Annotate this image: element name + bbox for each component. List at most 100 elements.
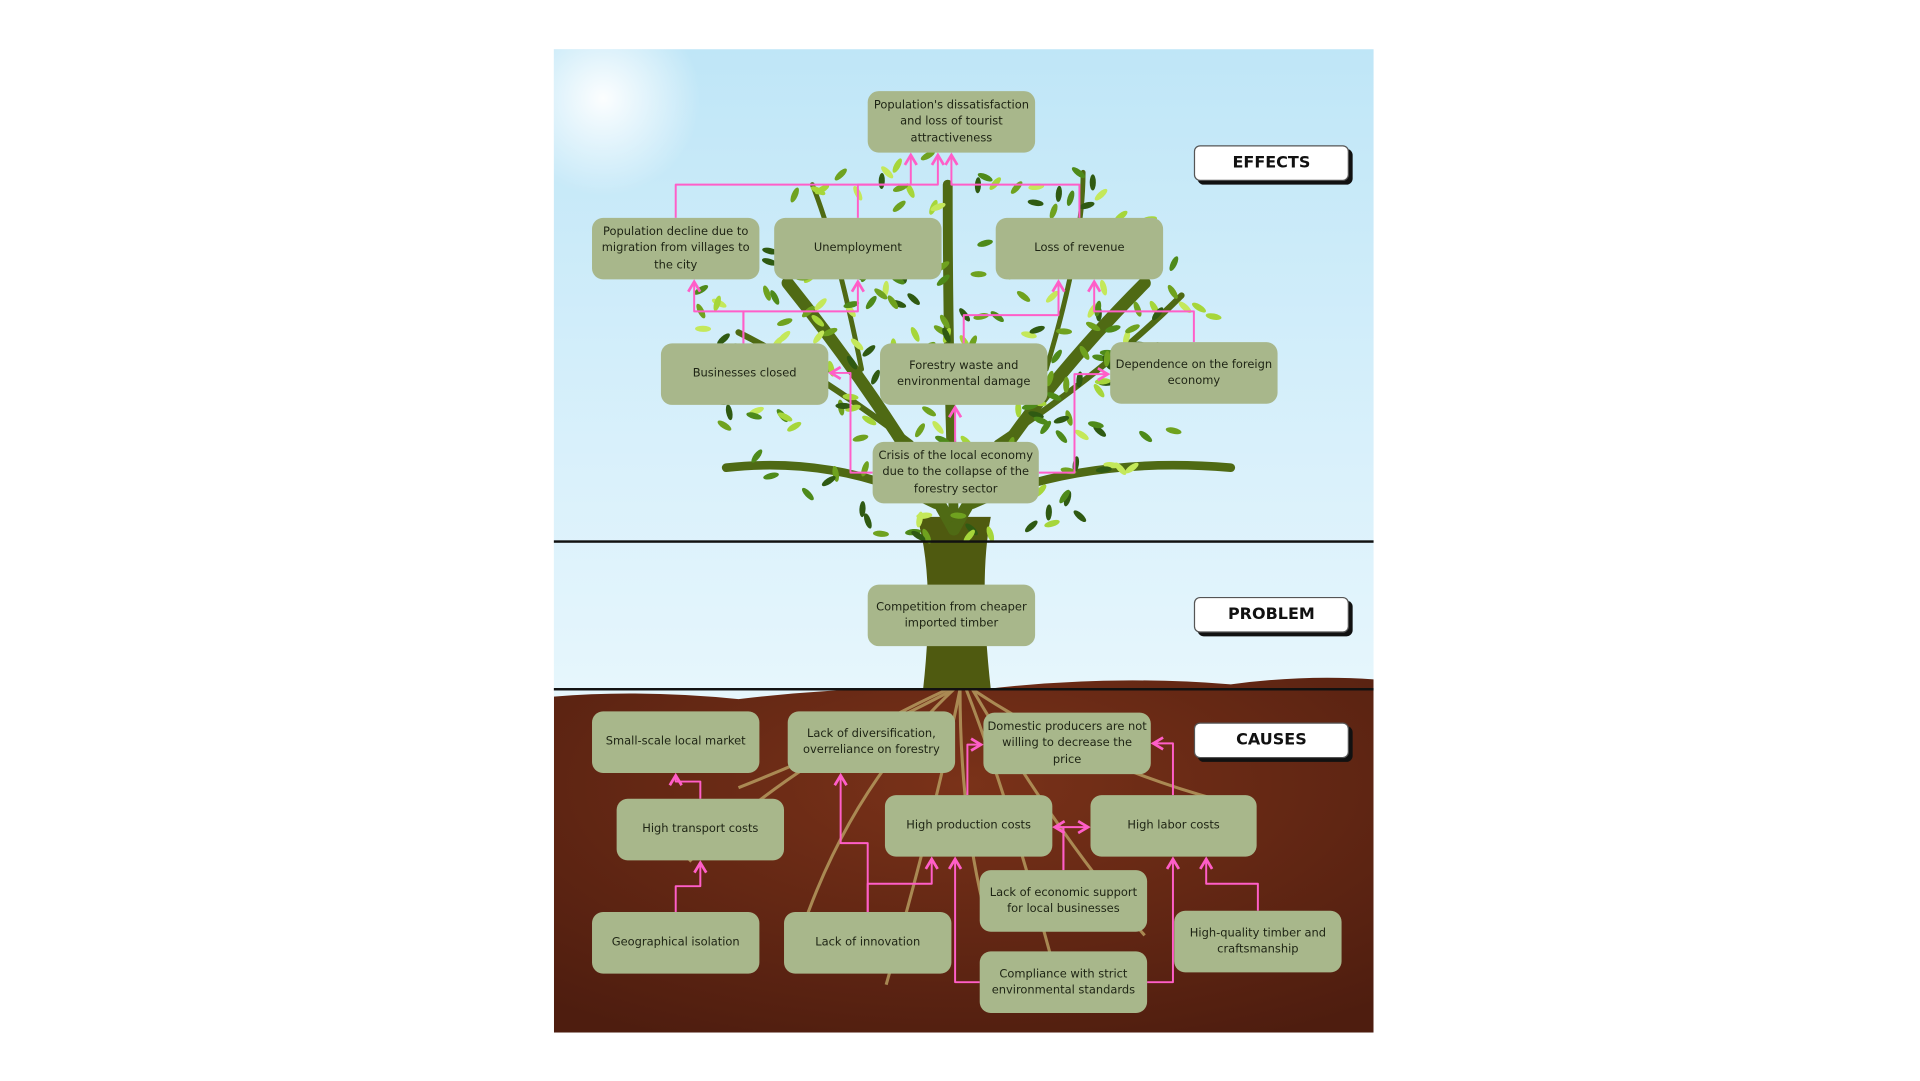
leaf — [834, 168, 847, 181]
leaf — [881, 166, 894, 179]
effect-crisis: Crisis of the local economy due to the c… — [872, 441, 1039, 504]
leaf — [811, 314, 825, 327]
leaf — [1015, 401, 1022, 418]
leaf — [713, 295, 721, 312]
leaf — [1105, 325, 1121, 333]
leaf — [1028, 411, 1044, 419]
leaf — [1088, 421, 1104, 429]
leaf — [1094, 188, 1108, 201]
effects-label: EFFECTS — [1193, 145, 1349, 181]
leaf — [822, 327, 838, 337]
leaf — [1095, 466, 1112, 473]
leaf — [1093, 425, 1107, 437]
leaf — [1178, 301, 1192, 314]
leaf — [977, 239, 993, 247]
effect-loss-of-revenue: Loss of revenue — [995, 217, 1164, 280]
causes-label: CAUSES — [1193, 722, 1349, 759]
leaf — [846, 355, 858, 370]
leaf — [922, 406, 937, 417]
leaf — [725, 404, 733, 421]
leaf — [887, 295, 899, 310]
arrow — [1052, 820, 1066, 871]
arrow — [948, 856, 980, 984]
leaf — [970, 271, 987, 278]
leaf — [1079, 345, 1090, 360]
leaf — [916, 511, 923, 528]
cause-lack-diversification: Lack of diversification, overreliance on… — [787, 711, 956, 773]
leaf — [1169, 256, 1179, 271]
leaf — [746, 412, 762, 420]
cause-compliance: Compliance with strict environmental sta… — [979, 951, 1148, 1013]
leaf — [790, 187, 799, 203]
arrow — [674, 152, 918, 218]
leaf — [1085, 321, 1101, 332]
leaf — [1205, 313, 1222, 320]
leaf — [1075, 429, 1089, 441]
leaf — [1049, 203, 1058, 219]
arrow — [966, 737, 984, 796]
leaf — [892, 158, 902, 173]
leaf — [761, 258, 778, 266]
arrow — [674, 860, 708, 913]
leaf — [810, 186, 826, 196]
cause-lack-support: Lack of economic support for local busin… — [979, 870, 1148, 932]
leaf — [1063, 490, 1072, 507]
leaf — [1071, 167, 1086, 179]
leaf — [863, 513, 872, 529]
problem-label: PROBLEM — [1193, 596, 1349, 633]
leaf — [770, 290, 780, 305]
arrow — [1038, 367, 1111, 474]
leaf — [850, 338, 864, 351]
leaf — [1055, 430, 1068, 443]
leaf — [892, 200, 906, 212]
leaf — [911, 530, 926, 541]
leaf — [922, 528, 932, 544]
leaf — [1078, 201, 1095, 210]
leaf — [777, 412, 793, 422]
effect-businesses-closed: Businesses closed — [660, 343, 829, 405]
leaf — [1139, 430, 1153, 443]
leaf — [990, 311, 1004, 323]
leaf — [1103, 350, 1111, 367]
leaf — [1066, 190, 1075, 206]
leaf — [1045, 504, 1052, 521]
arrow — [1199, 856, 1259, 911]
leaf — [1025, 520, 1038, 533]
arrow — [833, 772, 869, 913]
leaf — [1093, 383, 1105, 398]
leaf — [1063, 376, 1070, 393]
leaf — [1089, 174, 1096, 191]
leaf — [907, 293, 920, 305]
leaf — [1033, 416, 1049, 425]
arrow — [1062, 820, 1091, 871]
divider-problem-causes — [553, 688, 1374, 691]
leaf — [777, 318, 793, 326]
leaf — [695, 325, 712, 332]
leaf — [862, 345, 876, 357]
cause-high-labor: High labor costs — [1090, 795, 1257, 857]
leaf — [950, 512, 967, 519]
leaf — [821, 475, 836, 487]
divider-effects-problem — [553, 540, 1374, 543]
leaf — [1059, 489, 1070, 504]
leaf — [787, 421, 802, 432]
leaf — [1016, 291, 1031, 302]
leaf — [777, 330, 791, 343]
leaf — [1122, 329, 1131, 346]
leaf — [843, 301, 860, 309]
leaf — [1027, 199, 1044, 207]
leaf — [963, 529, 975, 543]
leaf — [763, 285, 771, 301]
cause-high-production: High production costs — [884, 795, 1053, 857]
leaf — [1076, 371, 1083, 388]
leaf — [763, 472, 779, 480]
leaf — [865, 295, 877, 310]
arrow — [856, 152, 945, 218]
leaf — [1046, 392, 1062, 401]
arrow — [668, 772, 702, 799]
cause-lack-innovation: Lack of innovation — [784, 912, 952, 974]
leaf — [977, 172, 993, 182]
effect-top: Population's dissatisfaction and loss of… — [867, 91, 1036, 153]
leaf — [813, 330, 825, 344]
leaf — [989, 177, 1001, 190]
